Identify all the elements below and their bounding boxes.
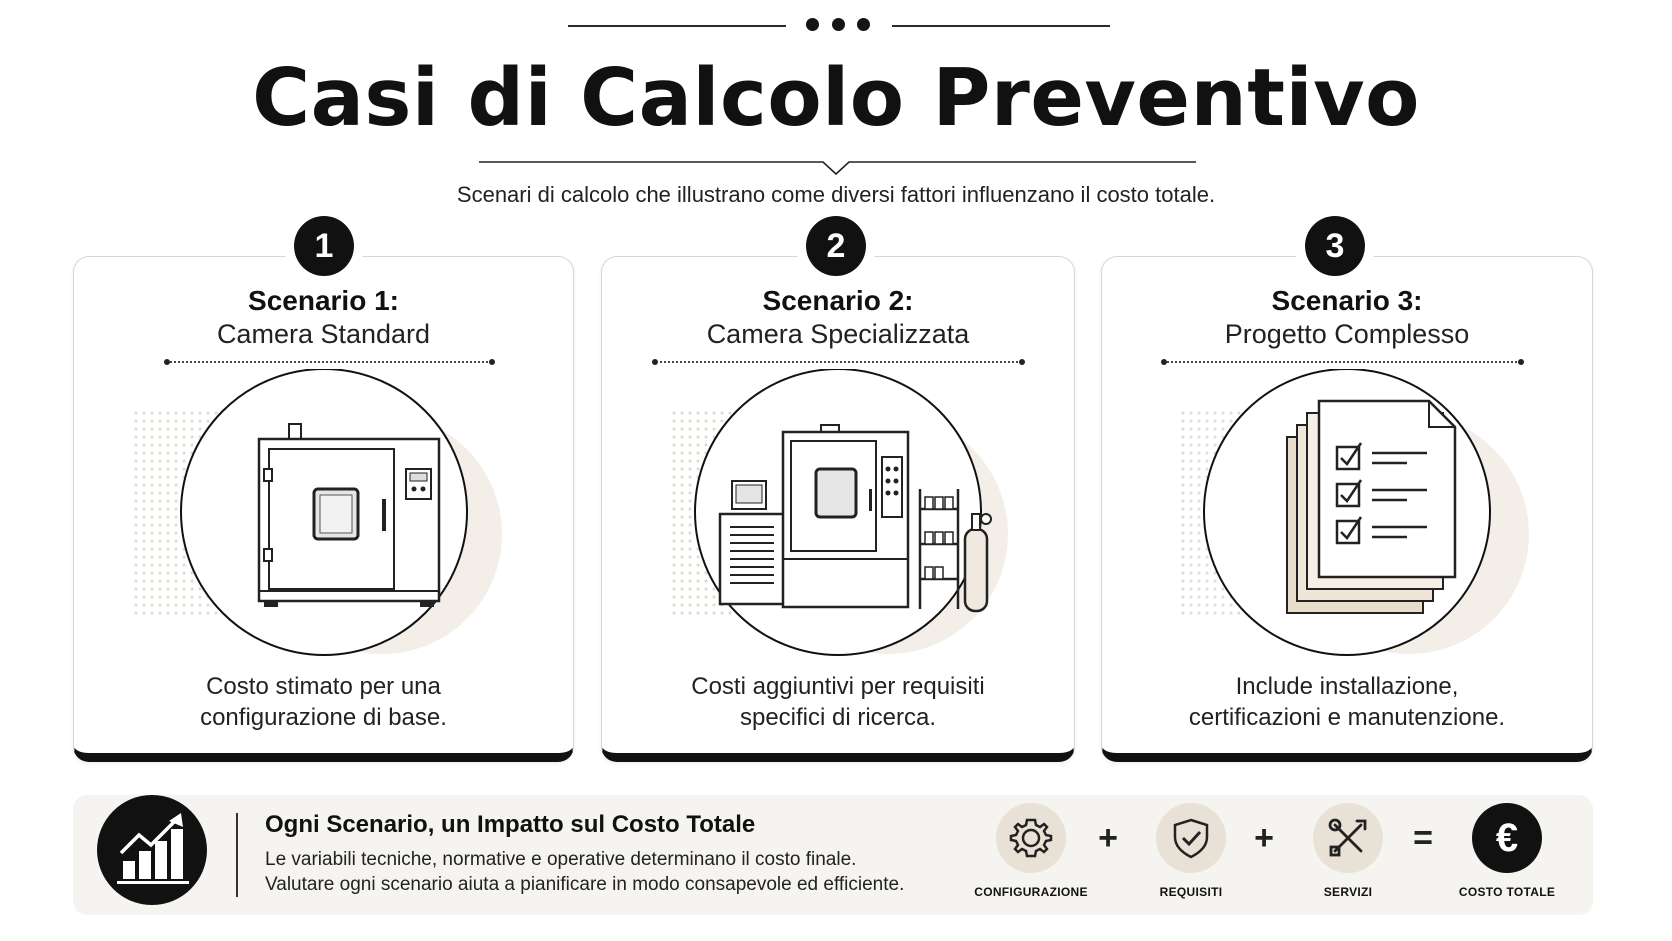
scenario-description: Costo stimato per una configurazione di …: [200, 673, 447, 731]
title-rule: [0, 160, 1672, 180]
scenario-badge-2: 2: [806, 216, 866, 276]
dotted-rule: [652, 359, 1025, 365]
tools-icon: [1313, 803, 1383, 873]
summary-text-line: Le variabili tecniche, normative e opera…: [265, 849, 857, 870]
page-subtitle: Scenari di calcolo che illustrano come d…: [456, 182, 1216, 207]
dotted-rule: [164, 359, 495, 365]
plus-sign: +: [1098, 819, 1118, 857]
specialized-chamber-icon: [668, 369, 1008, 656]
scenario-badge-3: 3: [1305, 216, 1365, 276]
shield-check-icon: [1156, 803, 1226, 873]
equation-requisiti: REQUISITI: [1111, 803, 1271, 899]
dotted-rule: [1161, 359, 1524, 365]
scenario-description: Include installazione, certificazioni e …: [1188, 673, 1506, 731]
gear-icon: [996, 803, 1066, 873]
page-title: Casi di Calcolo Preventivo: [252, 52, 1420, 144]
scenario-card-3: Scenario 3: Progetto Complesso Include i…: [1101, 256, 1593, 762]
scenario-card-1: Scenario 1: Camera Standard Costo stimat…: [73, 256, 574, 762]
summary-divider: [236, 813, 238, 897]
equation-label: SERVIZI: [1323, 885, 1373, 899]
test-chamber-icon: [133, 369, 502, 656]
equation-servizi: SERVIZI: [1268, 803, 1428, 899]
equation-label: COSTO TOTALE: [1458, 885, 1556, 899]
equation-label: REQUISITI: [1159, 885, 1223, 899]
equation-label: CONFIGURAZIONE: [974, 885, 1088, 899]
scenario-title: Scenario 3:: [1271, 285, 1423, 316]
top-ornament: [0, 14, 1672, 36]
summary-panel: Ogni Scenario, un Impatto sul Costo Tota…: [73, 795, 1593, 915]
scenario-title: Scenario 1:: [248, 285, 399, 316]
scenario-badge-1: 1: [294, 216, 354, 276]
scenario-title: Scenario 2:: [762, 285, 914, 316]
growth-chart-icon: [97, 795, 207, 905]
scenario-subtitle: Progetto Complesso: [1224, 319, 1470, 349]
scenario-description: Costi aggiuntivi per requisiti specifici…: [691, 673, 985, 731]
scenario-subtitle: Camera Specializzata: [706, 319, 970, 349]
equals-sign: =: [1413, 819, 1433, 857]
summary-text-line: Valutare ogni scenario aiuta a pianifica…: [265, 874, 905, 895]
summary-title: Ogni Scenario, un Impatto sul Costo Tota…: [265, 811, 756, 838]
plus-sign: +: [1254, 819, 1274, 857]
equation-configurazione: CONFIGURAZIONE: [951, 803, 1111, 899]
scenario-subtitle: Camera Standard: [216, 319, 431, 349]
equation-costo-totale: € COSTO TOTALE: [1427, 803, 1587, 899]
scenario-card-2: Scenario 2: Camera Specializzata: [601, 256, 1075, 762]
checklist-documents-icon: [1177, 369, 1529, 656]
euro-icon: €: [1472, 803, 1542, 873]
